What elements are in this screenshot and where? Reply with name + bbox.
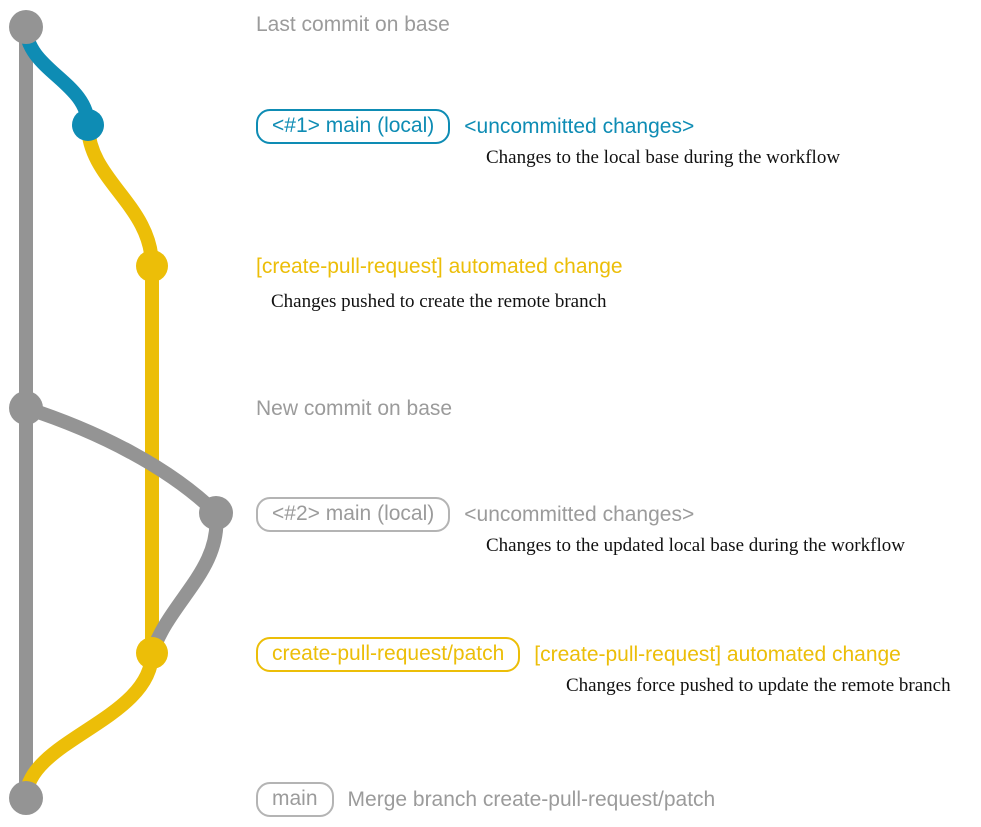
edge-base-to-local-2 (19, 401, 223, 520)
headline-uncommitted-changes-1: <uncommitted changes> (464, 115, 695, 138)
headline-automated-change-2: [create-pull-request] automated change (534, 643, 901, 666)
branch-pill-main[interactable]: main (256, 782, 334, 817)
headline-merge-branch: Merge branch create-pull-request/patch (347, 788, 716, 811)
branch-pill-main-local-2[interactable]: <#2> main (local) (256, 497, 451, 532)
edge-patch-2-to-merge (19, 646, 159, 805)
edge-base-to-local-1 (19, 20, 95, 132)
headline-automated-change-1: [create-pull-request] automated change (256, 255, 623, 278)
spacer (450, 514, 464, 515)
edge-local-2-to-patch-2 (145, 506, 224, 660)
commit-label-new-commit-on-base: New commit on base (256, 398, 452, 419)
commit-node-automated-change-1[interactable] (136, 250, 168, 282)
spacer (450, 126, 464, 127)
subtext-automated-change-1: Changes pushed to create the remote bran… (271, 291, 607, 312)
spacer (334, 799, 348, 800)
headline-last-commit-on-base: Last commit on base (256, 13, 450, 36)
commit-node-local-change-2[interactable] (199, 496, 233, 530)
commit-node-last-commit-on-base[interactable] (9, 10, 43, 44)
headline-new-commit-on-base: New commit on base (256, 397, 453, 420)
commit-label-local-change-1: <#1> main (local) <uncommitted changes> (256, 109, 694, 144)
commit-label-local-change-2: <#2> main (local) <uncommitted changes> (256, 497, 694, 532)
commit-label-automated-change-2: create-pull-request/patch [create-pull-r… (256, 637, 901, 672)
commit-node-automated-change-2[interactable] (136, 637, 168, 669)
commit-node-local-change-1[interactable] (72, 109, 104, 141)
branch-pill-create-pull-request-patch[interactable]: create-pull-request/patch (256, 637, 521, 672)
subtext-automated-change-2: Changes force pushed to update the remot… (566, 675, 951, 696)
subtext-local-change-1: Changes to the local base during the wor… (486, 147, 841, 168)
subtext-local-change-2: Changes to the updated local base during… (486, 535, 905, 556)
commit-node-merge-commit[interactable] (9, 781, 43, 815)
headline-uncommitted-changes-2: <uncommitted changes> (464, 503, 695, 526)
commit-node-new-commit-on-base[interactable] (9, 391, 43, 425)
edge-local-1-to-patch-1 (81, 118, 159, 273)
commit-label-merge-commit: main Merge branch create-pull-request/pa… (256, 782, 715, 817)
spacer (520, 654, 534, 655)
commit-label-automated-change-1: [create-pull-request] automated change (256, 256, 623, 277)
commit-label-last-commit-on-base: Last commit on base (256, 14, 450, 35)
branch-pill-main-local-1[interactable]: <#1> main (local) (256, 109, 451, 144)
